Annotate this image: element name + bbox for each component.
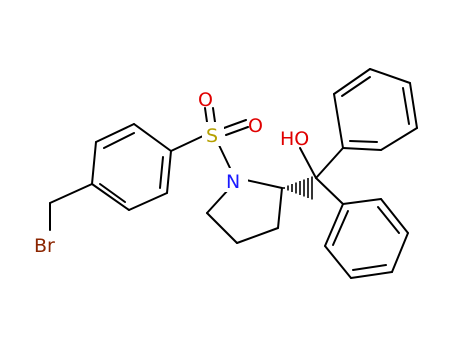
bond-c-ph-bottom bbox=[315, 177, 344, 205]
bond-ring-s bbox=[170, 135, 204, 152]
carbinol-center bbox=[299, 147, 344, 205]
phenyl-ring-bottom bbox=[324, 198, 409, 279]
atom-oxygen-right: O bbox=[248, 115, 263, 137]
atom-hydroxyl: HO bbox=[280, 128, 309, 150]
bond-c-oh bbox=[299, 147, 317, 179]
phenyl-ring-top bbox=[333, 68, 418, 151]
atom-nitrogen: N bbox=[226, 171, 240, 193]
bromomethyl-group bbox=[49, 183, 93, 231]
atom-labels: Br S O O N HO bbox=[34, 89, 309, 257]
bond-s-n bbox=[217, 142, 231, 169]
bond-c-ph-top bbox=[315, 147, 344, 179]
pyrrolidine-ring bbox=[206, 179, 283, 244]
aryl-ring-left bbox=[91, 123, 172, 211]
atom-bromine: Br bbox=[34, 235, 55, 257]
hashed-wedge-bond bbox=[283, 176, 313, 200]
atom-oxygen-top: O bbox=[198, 89, 213, 111]
bond-ch2-ring bbox=[49, 183, 93, 204]
sulfonyl-group bbox=[170, 107, 249, 169]
atom-sulfur: S bbox=[206, 125, 218, 147]
